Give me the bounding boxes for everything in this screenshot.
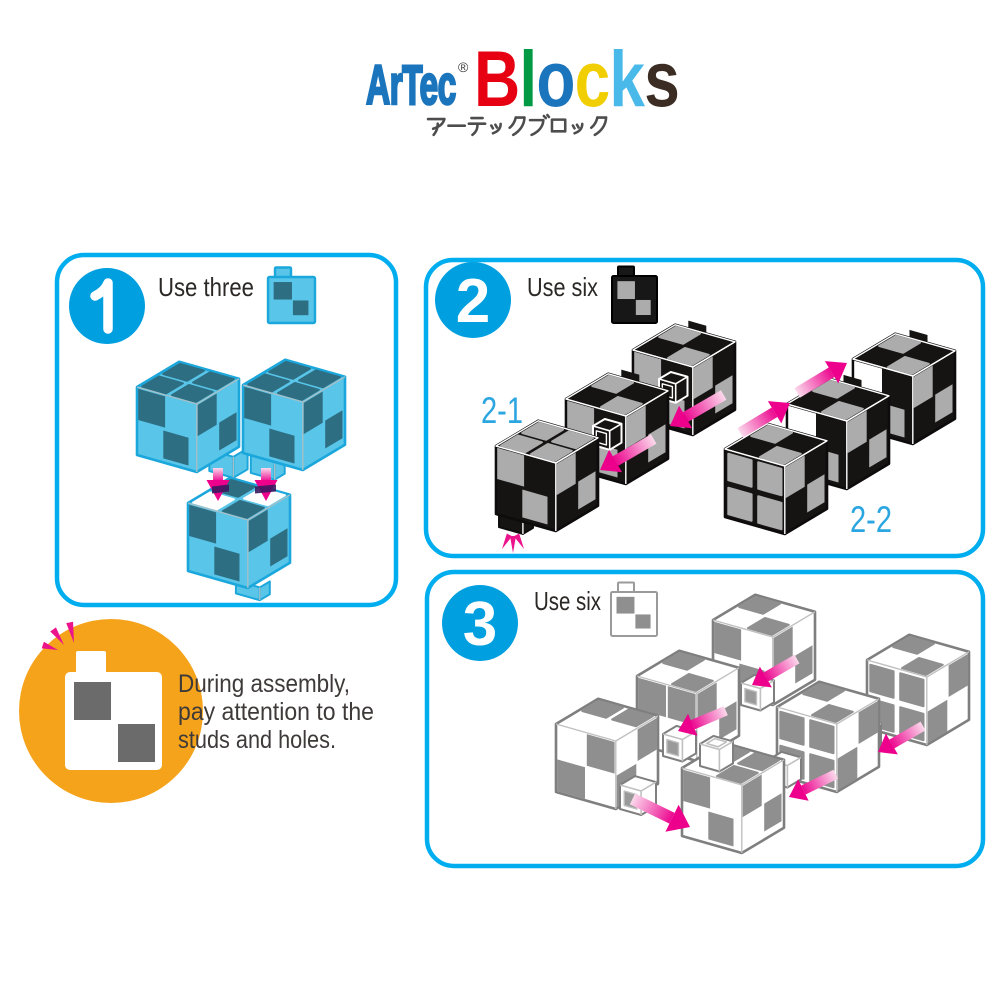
svg-text:Use six: Use six: [534, 586, 601, 616]
svg-text:Blocks: Blocks: [474, 36, 679, 124]
svg-text:3: 3: [463, 590, 497, 659]
svg-text:2: 2: [456, 267, 490, 336]
svg-text:Use three: Use three: [158, 272, 254, 302]
svg-text:2-2: 2-2: [850, 499, 892, 540]
svg-text:During assembly,: During assembly,: [178, 670, 350, 698]
svg-text:ArTec: ArTec: [366, 53, 456, 116]
svg-text:Use six: Use six: [527, 272, 598, 302]
svg-text:2-1: 2-1: [481, 390, 523, 431]
svg-text:®: ®: [458, 59, 469, 75]
svg-text:pay attention to the: pay attention to the: [178, 698, 374, 726]
svg-text:studs and holes.: studs and holes.: [178, 726, 336, 754]
